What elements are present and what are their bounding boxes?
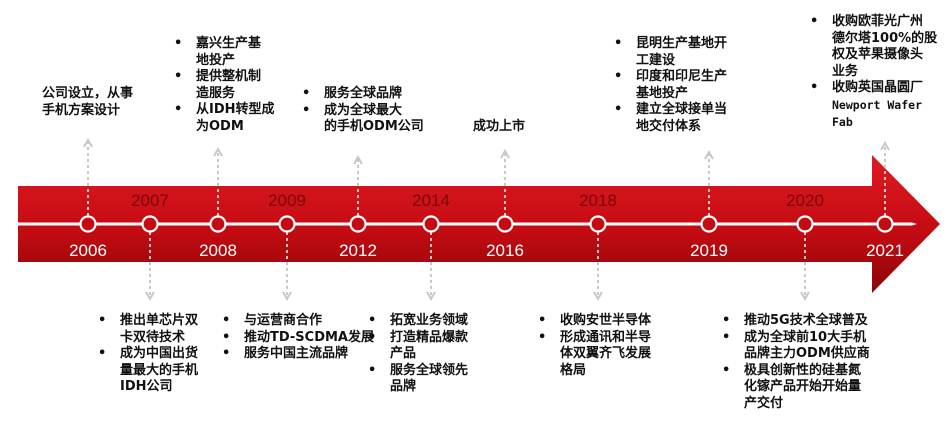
- event-item: 成为全球最大 的手机ODM公司: [300, 103, 440, 136]
- event-item: 推出单芯片双 卡双待技术: [96, 313, 228, 346]
- event-2008: 嘉兴生产基 地投产 提供整机制 造服务 从IDH转型成 为ODM: [172, 36, 292, 135]
- connector-arrowhead: [593, 291, 603, 302]
- year-label: 2016: [486, 241, 524, 260]
- event-text: 成功上市: [473, 119, 526, 134]
- event-item: 建立全球接单当 地交付体系: [612, 102, 762, 135]
- event-item: 服务中国主流品牌: [220, 346, 380, 363]
- event-2006: 公司设立，从事 手机方案设计: [42, 86, 172, 119]
- event-item: 服务全球品牌: [300, 86, 440, 103]
- event-item: 收购欧菲光广州 德尔塔100%的股 权及苹果摄像头 业务: [808, 14, 952, 80]
- year-label: 2020: [786, 191, 824, 210]
- event-item: 收购安世半导体: [536, 313, 686, 330]
- year-label: 2012: [339, 241, 377, 260]
- connector-arrowhead: [83, 137, 93, 148]
- timeline-stripe: [18, 222, 917, 226]
- event-line: Fab: [832, 115, 853, 129]
- event-2018: 收购安世半导体 形成通讯和半导 体双翼齐飞发展 格局: [536, 313, 686, 379]
- event-item: 极具创新性的硅基氮 化镓产品开始开始量 产交付: [720, 363, 900, 413]
- event-2020: 推动5G技术全球普及 成为全球前10大手机 品牌主力ODM供应商 极具创新性的硅…: [720, 313, 900, 412]
- event-item: 印度和印尼生产 基地投产: [612, 69, 762, 102]
- event-item: 推动5G技术全球普及: [720, 313, 900, 330]
- connector-arrowhead: [800, 291, 810, 302]
- connector-arrowhead: [213, 146, 223, 157]
- event-item: 收购英国晶圆厂 Newport Wafer Fab: [808, 80, 952, 132]
- event-2021: 收购欧菲光广州 德尔塔100%的股 权及苹果摄像头 业务 收购英国晶圆厂 New…: [808, 14, 952, 132]
- year-label: 2007: [131, 191, 169, 210]
- event-item: 嘉兴生产基 地投产: [172, 36, 292, 69]
- event-item: 与运营商合作: [220, 313, 380, 330]
- year-label: 2021: [866, 241, 904, 260]
- event-text: 公司设立，从事 手机方案设计: [42, 86, 134, 118]
- milestone-marker: [422, 215, 440, 233]
- year-label: 2008: [199, 241, 237, 260]
- connector-arrowhead: [880, 140, 890, 151]
- event-item: 推动TD-SCDMA发展: [220, 330, 380, 347]
- milestone-marker: [796, 215, 814, 233]
- milestone-marker: [278, 215, 296, 233]
- event-2019: 昆明生产基地开 工建设 印度和印尼生产 基地投产 建立全球接单当 地交付体系: [612, 36, 762, 135]
- event-item: 成为中国出货 量最大的手机 IDH公司: [96, 346, 228, 396]
- event-2014: 拓宽业务领域 打造精品爆款 产品 服务全球领先 品牌: [366, 313, 496, 396]
- connector-arrowhead: [145, 291, 155, 302]
- milestone-marker: [349, 215, 367, 233]
- milestone-marker: [141, 215, 159, 233]
- milestone-marker: [700, 215, 718, 233]
- event-item: 昆明生产基地开 工建设: [612, 36, 762, 69]
- event-item: 服务全球领先 品牌: [366, 363, 496, 396]
- milestone-marker: [589, 215, 607, 233]
- milestone-marker: [209, 215, 227, 233]
- event-2007: 推出单芯片双 卡双待技术 成为中国出货 量最大的手机 IDH公司: [96, 313, 228, 396]
- event-item: 成为全球前10大手机 品牌主力ODM供应商: [720, 330, 900, 363]
- event-2016: 成功上市: [473, 119, 553, 136]
- connector-arrowhead: [426, 291, 436, 302]
- event-item: 拓宽业务领域: [366, 313, 496, 330]
- year-label: 2019: [690, 241, 728, 260]
- event-item: 从IDH转型成 为ODM: [172, 102, 292, 135]
- event-2012: 服务全球品牌 成为全球最大 的手机ODM公司: [300, 86, 440, 136]
- milestone-marker: [876, 215, 894, 233]
- milestone-marker: [79, 215, 97, 233]
- event-line: Newport Wafer: [832, 97, 923, 112]
- year-label: 2014: [412, 191, 450, 210]
- milestone-marker: [496, 215, 514, 233]
- year-label: 2018: [579, 191, 617, 210]
- year-label: 2006: [69, 241, 107, 260]
- event-item: 打造精品爆款 产品: [366, 330, 496, 363]
- event-item: 提供整机制 造服务: [172, 69, 292, 102]
- connector-arrowhead: [500, 148, 510, 159]
- connector-arrowhead: [353, 154, 363, 165]
- year-label: 2009: [268, 191, 306, 210]
- event-2009: 与运营商合作 推动TD-SCDMA发展 服务中国主流品牌: [220, 313, 380, 363]
- event-line: 收购英国晶圆厂: [832, 80, 924, 95]
- connector-arrowhead: [282, 291, 292, 302]
- connector-arrowhead: [704, 149, 714, 160]
- event-item: 形成通讯和半导 体双翼齐飞发展 格局: [536, 330, 686, 380]
